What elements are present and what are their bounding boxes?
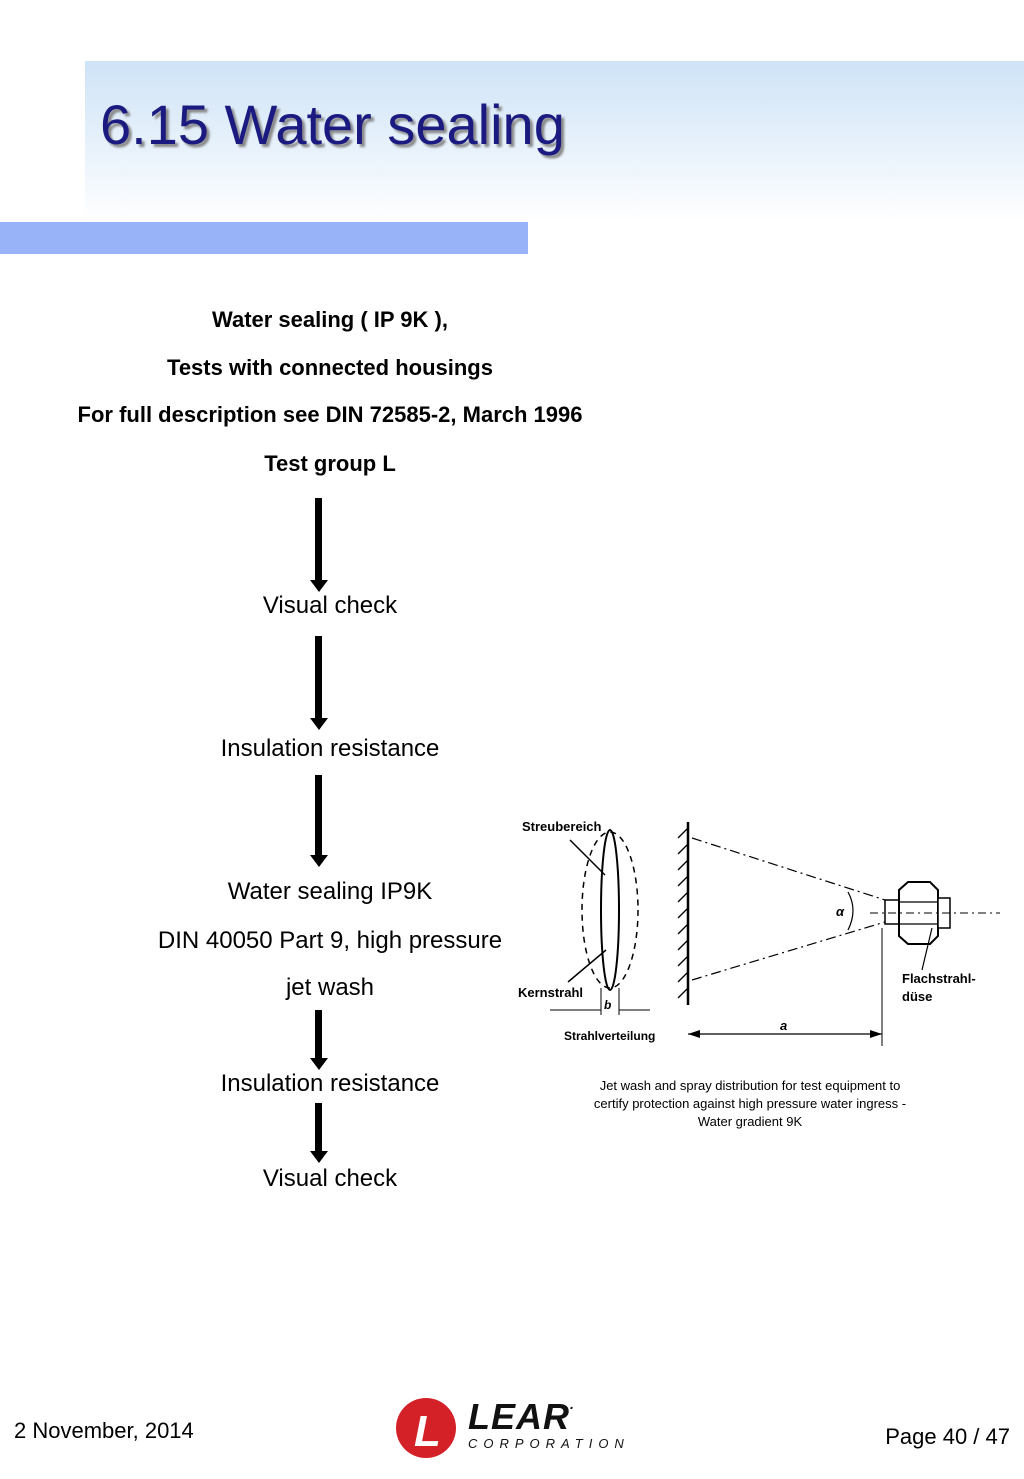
flow-step-water-sealing-norm: DIN 40050 Part 9, high pressure [157, 927, 503, 954]
lear-logo: L LEAR. CORPORATION [392, 1392, 632, 1462]
header-line-2: Tests with connected housings [167, 355, 493, 380]
label-a: a [780, 1018, 787, 1033]
accent-bar [0, 222, 528, 254]
core-jet-ellipse [600, 829, 620, 991]
flow-step-visual-check-2: Visual check [262, 1165, 398, 1192]
footer-date: 2 November, 2014 [14, 1418, 194, 1443]
slide-title: 6.15 Water sealing [100, 93, 565, 156]
svg-text:L: L [414, 1407, 441, 1456]
header-line-3: For full description see DIN 72585-2, Ma… [77, 402, 583, 427]
flow-arrow [310, 1010, 328, 1070]
caption-line-1: Jet wash and spray distribution for test… [599, 1078, 901, 1093]
jet-wash-diagram: Streubereich Kernstrahl Strahlverteilung… [518, 819, 1000, 1046]
label-b: b [604, 998, 611, 1012]
label-flachstrahl-2: düse [902, 989, 932, 1004]
flow-step-visual-check-1: Visual check [262, 592, 398, 619]
caption-line-2: certify protection against high pressure… [593, 1096, 907, 1111]
lear-logo-icon: L [396, 1398, 456, 1458]
label-streubereich: Streubereich [522, 819, 602, 834]
title-band [85, 61, 1024, 221]
lear-logo-subtitle: CORPORATION [468, 1436, 630, 1451]
flow-arrow [310, 498, 328, 592]
flow-arrow [310, 1103, 328, 1163]
flow-step-water-sealing: Water sealing IP9K [227, 878, 433, 905]
label-kernstrahl: Kernstrahl [518, 985, 583, 1000]
diagram-caption: Jet wash and spray distribution for test… [560, 1077, 940, 1131]
flow-arrow [310, 636, 328, 730]
page-number: Page 40 / 47 [885, 1424, 1010, 1449]
label-strahlverteilung: Strahlverteilung [564, 1029, 655, 1043]
header-line-4: Test group L [264, 451, 396, 476]
lear-logo-word: LEAR. [468, 1396, 575, 1437]
flow-step-insulation-2: Insulation resistance [220, 1070, 440, 1097]
header-line-1: Water sealing ( IP 9K ), [212, 307, 448, 332]
scatter-area-ellipse [581, 831, 639, 989]
flow-step-water-sealing-method: jet wash [285, 974, 375, 1001]
label-alpha: α [836, 904, 845, 919]
label-flachstrahl-1: Flachstrahl- [902, 971, 976, 986]
flow-arrow [310, 775, 328, 867]
caption-line-3: Water gradient 9K [697, 1114, 803, 1129]
flow-step-insulation-1: Insulation resistance [220, 735, 440, 762]
